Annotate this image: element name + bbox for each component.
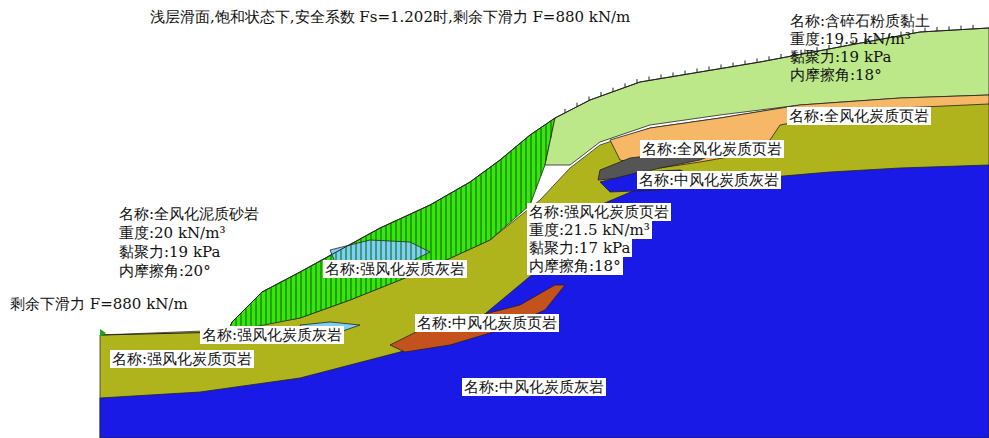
ground-step [685,71,686,75]
slice-lines [236,25,973,330]
material-label: 重度:19.5 kN/m³ [788,30,913,48]
slice-line [271,287,272,323]
slice-line [481,174,482,244]
ground-step [709,67,710,71]
slice-line [521,143,522,213]
ground-step [673,73,674,77]
clay-layer [545,28,989,165]
slice-line [431,204,432,267]
ground-step [661,75,662,79]
slice-line [256,298,257,326]
slice-line [296,274,297,319]
ground-step [973,25,974,29]
ground-step [577,103,578,107]
slice-line [511,151,512,222]
ground-step [649,77,650,81]
ground-step [949,26,950,30]
slice-line [506,155,507,226]
slice-line [476,178,477,247]
material-label: 名称:全风化炭质页岩 [640,140,784,158]
material-label: 黏聚力:17 kPa [527,239,632,257]
slice-line [451,193,452,258]
material-label: 名称:含碎石粉质黏土 [788,12,932,30]
material-label: 名称:强风化炭质灰岩 [200,326,344,344]
slice-line [471,181,472,248]
material-label: 内摩擦角:18° [788,66,884,84]
material-label: 名称:全风化炭质页岩 [787,107,931,125]
slice-line [266,290,267,325]
ground-line [100,28,989,335]
slice-line [281,282,282,322]
material-label: 名称:中风化炭质灰岩 [462,378,606,396]
slice-line [441,199,442,263]
slice-line [541,128,542,176]
slice-line [486,170,487,242]
slice-line [436,202,437,265]
material-label: 内摩擦角:18° [527,257,623,275]
slice-line [311,266,312,314]
ground-step [769,56,770,60]
slice-line [491,167,492,240]
material-label: 名称:中风化炭质页岩 [415,314,559,332]
slice-line [461,187,462,253]
slice-line [316,263,317,312]
material-label: 黏聚力:19 kPa [117,243,222,261]
ground-step [565,109,566,113]
slice-line [251,303,252,327]
ground-step [781,54,782,58]
ground-step [961,26,962,30]
slice-line [466,184,467,251]
material-label: 名称:全风化泥质砂岩 [117,205,261,223]
ground-step [601,92,602,96]
slice-line [321,260,322,310]
material-label: 剩余下滑力 F=880 kN/m [8,295,190,313]
force-arrow [100,329,106,337]
slice-line [516,147,517,218]
material-label: 名称:强风化炭质灰岩 [323,260,467,278]
slice-line [531,134,532,202]
slice-line [501,159,502,230]
material-label: 重度:21.5 kN/m³ [527,221,652,239]
note-text: 浅层滑面,饱和状态下,安全系数 Fs=1.202时,剩余下滑力 F=880 kN… [148,8,632,26]
bedrock-limestone [100,165,989,438]
material-label: 名称:中风化炭质灰岩 [637,171,781,189]
olive-layer [100,95,989,438]
material-label: 名称:强风化炭质页岩 [110,350,254,368]
slice-line [546,124,547,160]
slice-line [446,196,447,260]
ground-step [637,79,638,83]
slice-line [381,228,382,288]
ground-step [721,65,722,69]
brown-shale-band [390,285,565,352]
ground-step [733,63,734,67]
slice-line [306,269,307,316]
slice-line [551,121,552,138]
material-label: 名称:强风化炭质页岩 [527,203,671,221]
ground-step [757,59,758,63]
slice-line [261,293,262,326]
ground-step [745,61,746,65]
slice-line [301,271,302,317]
material-label: 重度:20 kN/m³ [117,224,227,242]
sandstone-slope [228,118,555,332]
ground-step [937,27,938,31]
material-label: 黏聚力:19 kPa [788,48,893,66]
slice-line [536,131,537,189]
ground-step [589,97,590,101]
material-label: 内摩擦角:20° [117,262,213,280]
slice-line [496,163,497,235]
slice-line [291,277,292,320]
slice-line [276,285,277,323]
orange-shale [610,95,989,168]
ground-step [697,69,698,73]
slice-line [286,279,287,320]
ground-step [613,88,614,92]
slice-line [456,190,457,255]
ground-step [625,83,626,87]
slice-line [526,138,527,208]
